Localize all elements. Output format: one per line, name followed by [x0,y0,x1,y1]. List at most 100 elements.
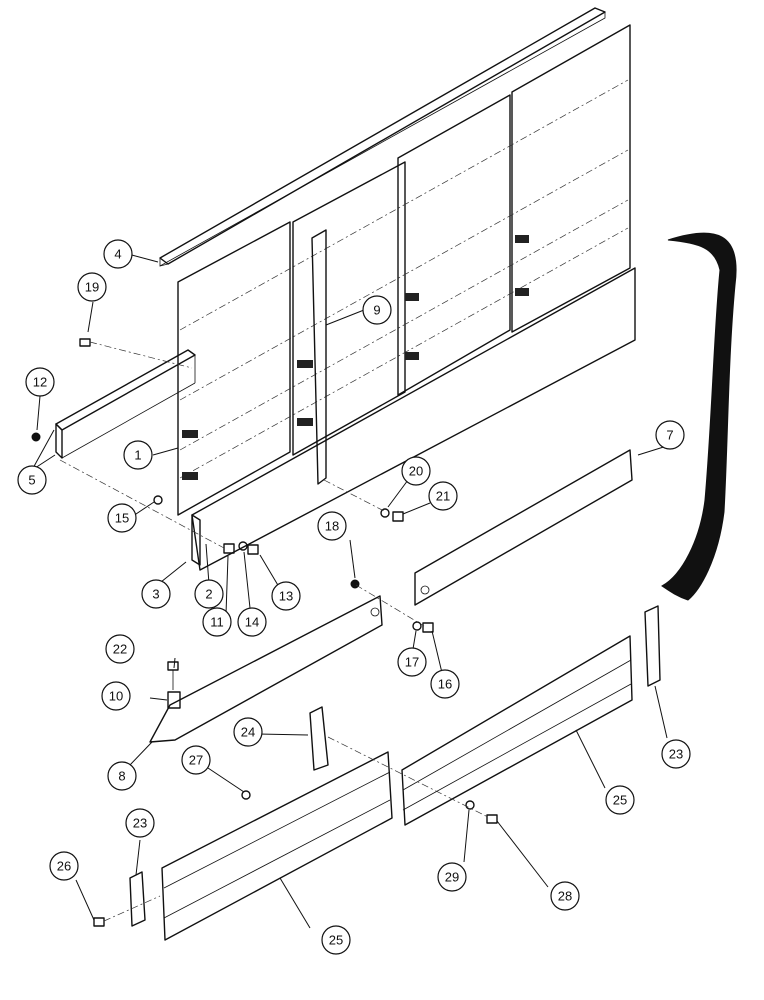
callout-circle [49,851,79,881]
vertical-strip [311,229,327,485]
callout-number: 16 [438,677,452,692]
callout-number: 18 [325,519,339,534]
callout-7: 7 [655,420,685,450]
callout-circle [17,465,47,495]
callout-circle [362,295,392,325]
panel-vents [182,235,529,480]
callout-11: 11 [202,607,232,637]
callout-circle [605,785,635,815]
callout-20: 20 [401,456,431,486]
callout-circle [397,647,427,677]
callout-23: 23 [661,739,691,769]
callout-12: 12 [25,367,55,397]
callout-number: 4 [114,247,121,262]
callout-number: 15 [115,511,129,526]
callout-number: 17 [405,655,419,670]
callout-circle [77,272,107,302]
callout-number: 25 [329,933,343,948]
callout-circle [550,881,580,911]
callout-circle [317,511,347,541]
callout-13: 13 [271,581,301,611]
callout-14: 14 [237,607,267,637]
callout-number: 1 [134,448,141,463]
callout-circle [233,717,263,747]
callout-circle [202,607,232,637]
callout-5: 5 [17,465,47,495]
callout-28: 28 [550,881,580,911]
callout-1: 1 [123,440,153,470]
callout-3: 3 [141,579,171,609]
callout-23: 23 [125,808,155,838]
callout-number: 23 [133,816,147,831]
callout-27: 27 [181,745,211,775]
end-bracket-right [644,605,661,687]
callout-22: 22 [105,634,135,664]
callout-number: 3 [152,587,159,602]
callout-number: 14 [245,615,259,630]
callout-circle [321,925,351,955]
callout-number: 2 [205,587,212,602]
callout-number: 7 [666,428,673,443]
callout-21: 21 [428,481,458,511]
callout-8: 8 [107,761,137,791]
fasteners [31,338,498,927]
callout-number: 5 [28,473,35,488]
callout-number: 28 [558,889,572,904]
callout-circle [237,607,267,637]
callout-circle [107,761,137,791]
callout-circle [107,503,137,533]
end-bracket-left [129,871,146,927]
callout-circle [103,239,133,269]
callout-number: 29 [445,870,459,885]
left-channel [55,349,196,459]
callout-circle [181,745,211,775]
callout-number: 20 [409,464,423,479]
callout-number: 27 [189,753,203,768]
callout-circle [401,456,431,486]
callout-number: 25 [613,793,627,808]
callout-circle [123,440,153,470]
callout-29: 29 [437,862,467,892]
callout-circle [125,808,155,838]
callout-10: 10 [101,681,131,711]
callout-number: 23 [669,747,683,762]
callout-number: 9 [373,303,380,318]
callout-circle [430,669,460,699]
callout-circle [101,681,131,711]
callout-24: 24 [233,717,263,747]
lower-panel-left [161,751,393,941]
callout-number: 13 [279,589,293,604]
callout-circle [428,481,458,511]
callout-9: 9 [362,295,392,325]
callout-15: 15 [107,503,137,533]
callout-17: 17 [397,647,427,677]
callout-number: 10 [109,689,123,704]
spacer-and-bolt [167,661,181,709]
callout-4: 4 [103,239,133,269]
callout-26: 26 [49,851,79,881]
callout-circle [141,579,171,609]
curved-seal [661,232,737,601]
lower-strip-8 [149,595,383,743]
lower-panel-right [401,635,633,826]
callout-18: 18 [317,511,347,541]
callout-circle [105,634,135,664]
callout-number: 19 [85,280,99,295]
callout-number: 24 [241,725,255,740]
callout-number: 26 [57,859,71,874]
callout-circle [194,579,224,609]
corner-bracket [191,514,201,566]
callout-circle [437,862,467,892]
callout-number: 11 [210,615,224,630]
callout-19: 19 [77,272,107,302]
callout-16: 16 [430,669,460,699]
lower-strip-7 [414,449,633,606]
callout-number: 21 [436,489,450,504]
callout-circle [655,420,685,450]
callout-number: 22 [113,642,127,657]
callout-labels: 1234578910111213141516171819202122232324… [17,239,691,955]
callout-number: 8 [118,769,125,784]
lower-panel-rail [191,267,636,571]
callout-circle [661,739,691,769]
